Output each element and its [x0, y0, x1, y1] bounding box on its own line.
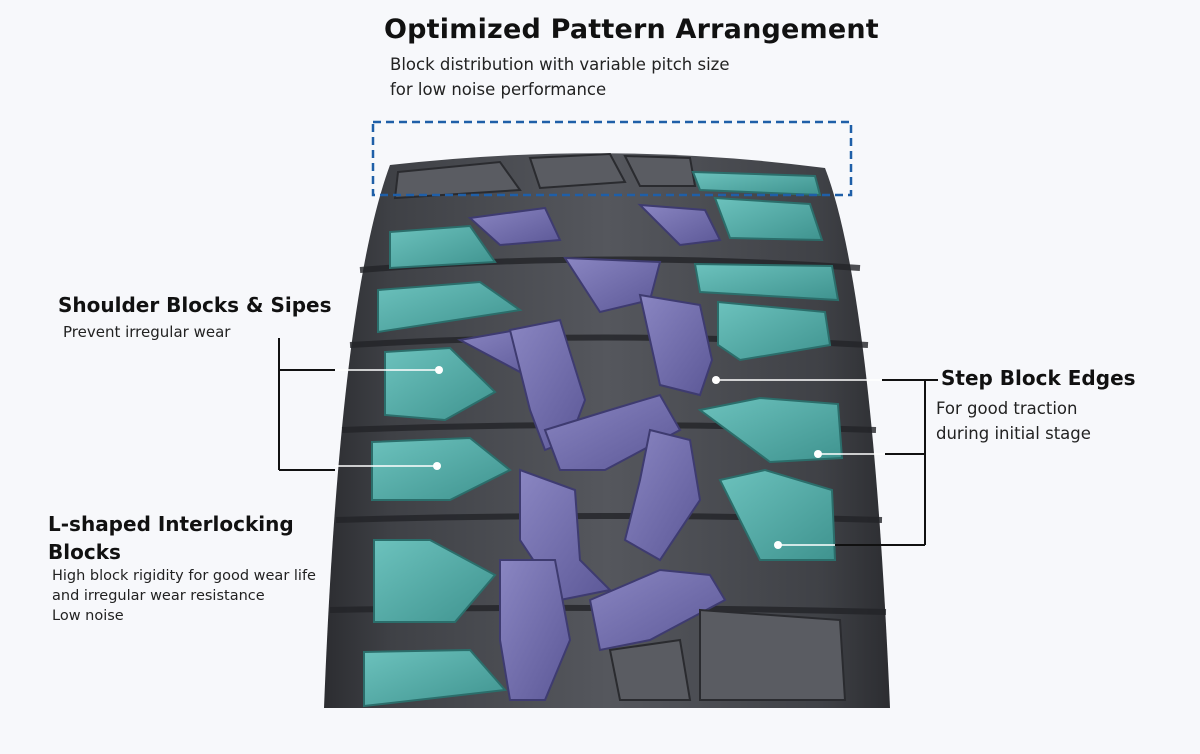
optimized-pattern-description: Block distribution with variable pitch s…: [390, 55, 730, 99]
l-shaped-blocks-description: High block rigidity for good wear life a…: [52, 568, 316, 624]
lower-tread-blocks: [608, 608, 847, 701]
shoulder-dot-2: [433, 462, 441, 470]
step-dot-2: [814, 450, 822, 458]
optimized-pattern-title: Optimized Pattern Arrangement: [384, 14, 879, 45]
step-dot-1: [712, 376, 720, 384]
shoulder-blocks-description: Prevent irregular wear: [63, 323, 231, 341]
step-block-edges-title: Step Block Edges: [941, 366, 1136, 390]
right-shoulder-blocks: [691, 170, 844, 561]
left-shoulder-blocks: [363, 224, 523, 708]
l-shaped-blocks-title: L-shaped Interlocking Blocks: [48, 512, 294, 564]
step-block-edges-description: For good traction during initial stage: [936, 399, 1091, 443]
pattern-highlight-box: [371, 120, 853, 197]
top-tread-blocks: [393, 152, 697, 200]
shoulder-dot-1: [435, 366, 443, 374]
step-dot-3: [774, 541, 782, 549]
step-callout: [716, 379, 938, 546]
shoulder-blocks-title: Shoulder Blocks & Sipes: [58, 293, 332, 317]
interlocking-blocks: [456, 203, 727, 701]
shoulder-callout: [278, 338, 438, 471]
